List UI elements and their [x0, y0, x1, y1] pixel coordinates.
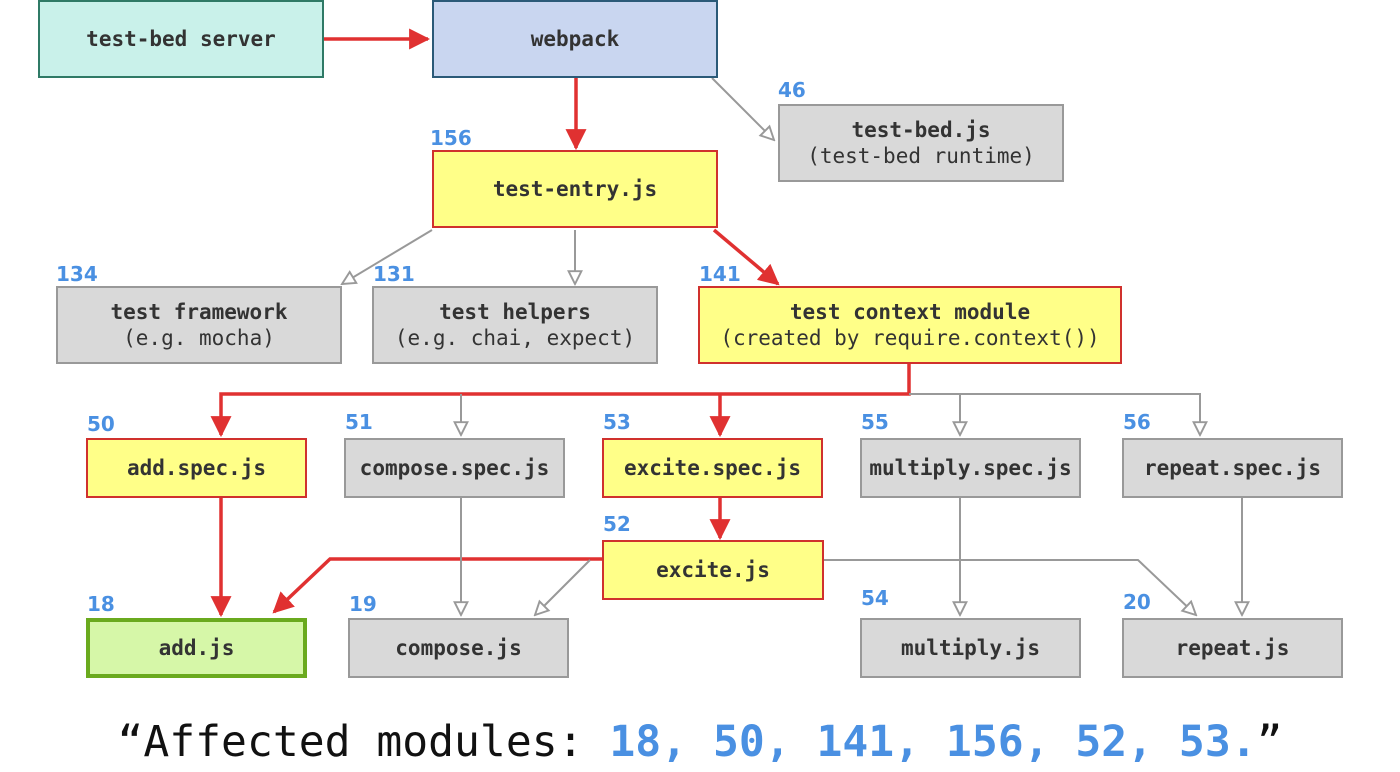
dependency-diagram	[210, 28, 1400, 618]
module-id-label: 20	[1123, 590, 1151, 614]
node-subtitle: (created by require.context())	[720, 326, 1100, 350]
node-title: repeat.spec.js	[1143, 456, 1321, 480]
module-id-label: 54	[861, 586, 889, 610]
node-excite-js: excite.js	[602, 540, 824, 600]
module-id-label: 18	[87, 592, 115, 616]
node-subtitle: (e.g. mocha)	[123, 326, 275, 350]
module-id-label: 141	[699, 262, 741, 286]
unaffected-edges	[342, 77, 1242, 615]
node-title: test context module	[789, 300, 1031, 324]
node-title: multiply.js	[900, 636, 1041, 660]
caption-suffix: ”	[1256, 717, 1283, 767]
module-id-label: 50	[87, 412, 115, 436]
node-title: test-bed server	[86, 27, 276, 51]
node-title: compose.spec.js	[359, 456, 550, 480]
node-title: add.spec.js	[126, 456, 267, 480]
module-id-label: 55	[861, 410, 889, 434]
node-subtitle: (e.g. chai, expect)	[394, 326, 636, 350]
module-id-label: 46	[778, 78, 806, 102]
node-title: test helpers	[439, 300, 591, 324]
module-id-label: 134	[56, 262, 98, 286]
edge-webpack-testbed	[711, 77, 774, 140]
caption-prefix: “Affected modules:	[117, 717, 610, 767]
node-compose-spec-js: compose.spec.js	[344, 438, 565, 498]
node-add-spec-js: add.spec.js	[86, 438, 307, 498]
node-test-entry-js: test-entry.js	[432, 150, 718, 228]
caption-affected-ids: 18, 50, 141, 156, 52, 53.	[609, 717, 1257, 767]
node-title: add.js	[158, 636, 235, 660]
node-title: excite.js	[656, 558, 770, 582]
edge-context-composespec	[909, 393, 1200, 435]
node-title: excite.spec.js	[623, 456, 801, 480]
node-title: repeat.js	[1175, 636, 1290, 660]
edge-excite-compose	[535, 559, 591, 615]
node-subtitle: (test-bed runtime)	[807, 144, 1035, 168]
node-test-context-module: test context module (created by require.…	[698, 286, 1122, 364]
node-test-helpers: test helpers (e.g. chai, expect)	[372, 286, 658, 364]
module-id-label: 131	[373, 262, 415, 286]
module-id-label: 156	[430, 126, 472, 150]
node-webpack: webpack	[432, 0, 718, 78]
node-test-bed-server: test-bed server	[38, 0, 324, 78]
module-id-label: 52	[603, 512, 631, 536]
edge-entry-framework	[342, 229, 433, 284]
node-title: multiply.spec.js	[869, 456, 1072, 480]
edge-context-addspec	[210, 364, 911, 438]
node-repeat-spec-js: repeat.spec.js	[1122, 438, 1343, 498]
node-compose-js: compose.js	[348, 618, 569, 678]
node-repeat-js: repeat.js	[1122, 618, 1343, 678]
node-multiply-spec-js: multiply.spec.js	[860, 438, 1081, 498]
node-add-js: add.js	[86, 618, 307, 678]
node-title: test-bed.js	[851, 118, 991, 142]
node-multiply-js: multiply.js	[860, 618, 1081, 678]
node-title: compose.js	[395, 636, 522, 660]
affected-edges	[210, 28, 911, 618]
node-test-framework: test framework (e.g. mocha)	[56, 286, 342, 364]
node-title: test-entry.js	[492, 177, 658, 201]
module-id-label: 51	[345, 410, 373, 434]
node-title: webpack	[530, 27, 620, 51]
node-test-bed-js: test-bed.js (test-bed runtime)	[778, 104, 1064, 182]
node-excite-spec-js: excite.spec.js	[602, 438, 823, 498]
edge-excite-add	[272, 557, 602, 614]
edge-excite-repeat	[824, 559, 1196, 615]
module-id-label: 53	[603, 410, 631, 434]
edge-entry-context	[712, 228, 780, 286]
node-title: test framework	[110, 300, 288, 324]
module-id-label: 19	[349, 592, 377, 616]
affected-modules-caption: “Affected modules: 18, 50, 141, 156, 52,…	[0, 712, 1400, 772]
module-id-label: 56	[1123, 410, 1151, 434]
